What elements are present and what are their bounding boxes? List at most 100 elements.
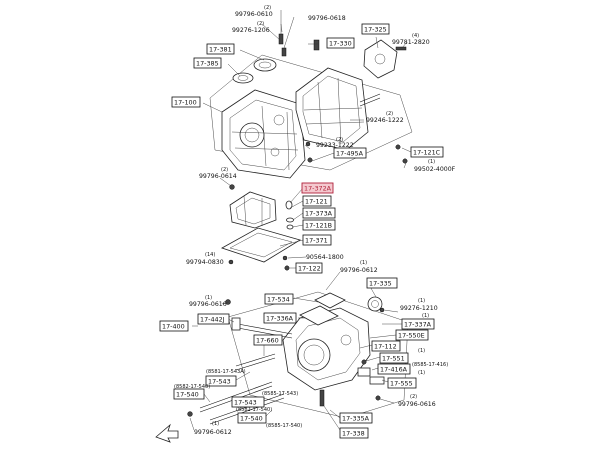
callout-17-335[interactable]: 17-335	[366, 277, 398, 289]
part-label: 17-371	[305, 237, 328, 245]
callout-17-325[interactable]: 17-325	[361, 23, 390, 35]
part-label: 17-540	[176, 391, 199, 399]
qty-label: (1)	[360, 260, 367, 266]
callout-17-385[interactable]: 17-385	[193, 57, 222, 69]
callout-17-381[interactable]: 17-381	[206, 43, 235, 55]
part-label: 17-373A	[305, 210, 333, 218]
part-label: 17-335	[369, 280, 392, 288]
hardware-number: 99502-4000F	[414, 166, 456, 173]
callout-17-550E[interactable]: 17-550E	[395, 329, 429, 341]
qty-label: (2)	[221, 167, 228, 173]
part-label: 17-372A	[304, 185, 332, 193]
callout-17-551[interactable]: 17-551	[379, 352, 409, 364]
hardware-number: 99781-2820	[392, 39, 430, 46]
reference-note: (8581-17-543A)	[206, 369, 246, 375]
part-label: 17-381	[209, 46, 232, 54]
hardware-number: 99233-1222	[316, 142, 354, 149]
callout-17-660[interactable]: 17-660	[253, 334, 283, 346]
callout-17-100[interactable]: 17-100	[171, 96, 201, 108]
part-label: 17-550E	[398, 332, 425, 340]
reference-note: (8585-17-540)	[266, 423, 302, 429]
hardware-number: 99276-1210	[400, 305, 438, 312]
callout-17-338[interactable]: 17-338	[339, 427, 369, 439]
part-label: 17-121	[305, 198, 328, 206]
hardware-number: 99796-0612	[340, 267, 378, 274]
callout-17-112[interactable]: 17-112	[371, 340, 401, 352]
callout-17-416A[interactable]: 17-416A	[377, 363, 411, 375]
qty-label: (1)	[418, 348, 425, 354]
callout-17-373A[interactable]: 17-373A	[302, 207, 336, 219]
hardware-number: 99794-0830	[186, 259, 224, 266]
leader-lines	[189, 10, 435, 431]
callout-17-372A[interactable]: 17-372A	[301, 182, 334, 194]
transmission-case-drawing	[209, 54, 413, 190]
callout-17-540-lower[interactable]: 17-540	[237, 412, 267, 424]
hardware-number: 99796-0610	[235, 11, 273, 18]
hardware-number: 99796-0612	[194, 429, 232, 436]
part-label: 17-122	[298, 265, 321, 273]
part-label: 17-416A	[380, 366, 408, 374]
callout-17-495A[interactable]: 17-495A	[333, 147, 367, 159]
part-label: 17-121C	[413, 149, 441, 157]
hardware-number: 99796-0616	[189, 301, 227, 308]
part-label: 17-121B	[305, 222, 332, 230]
reference-note: (8585-17-416)	[412, 362, 448, 368]
callout-17-371[interactable]: 17-371	[302, 234, 332, 246]
part-label: 17-495A	[336, 150, 364, 158]
part-label: 17-336A	[266, 315, 294, 323]
reference-note: (8585-17-543)	[262, 391, 298, 397]
part-label: 17-551	[382, 355, 405, 363]
part-label: 17-100	[174, 99, 197, 107]
callout-17-534[interactable]: 17-534	[264, 293, 294, 305]
hardware-number: 99796-0618	[308, 15, 346, 22]
qty-label: (2)	[410, 394, 417, 400]
part-label: 17-534	[267, 296, 290, 304]
part-label: 17-540	[240, 415, 263, 423]
part-label: 17-338	[342, 430, 365, 438]
callout-17-337A[interactable]: 17-337A	[401, 318, 435, 330]
shift-housing-drawing	[221, 191, 301, 271]
part-callouts: 17-325 17-381 17-385 17-330 17-100 17-49…	[159, 23, 444, 439]
reference-note: (8582-17-540)	[174, 384, 210, 390]
callout-17-543-upper[interactable]: 17-543	[205, 375, 237, 387]
qty-label: (1)	[418, 298, 425, 304]
qty-label: (1)	[422, 313, 429, 319]
callout-17-543-lower[interactable]: 17-543	[231, 396, 265, 408]
qty-label: (2)	[264, 5, 271, 11]
qty-label: (2)	[336, 137, 343, 143]
callout-17-540-left[interactable]: 17-540	[173, 388, 205, 400]
callout-17-442J[interactable]: 17-442J	[197, 313, 230, 325]
top-small-parts	[232, 33, 407, 84]
part-label: 17-442J	[200, 316, 225, 324]
callout-17-122[interactable]: 17-122	[295, 262, 323, 274]
hardware-number: 99796-0616	[398, 401, 436, 408]
part-label: 17-325	[364, 26, 387, 34]
part-label: 17-660	[256, 337, 279, 345]
hardware-number: 99276-1206	[232, 27, 270, 34]
callout-17-121C[interactable]: 17-121C	[410, 146, 444, 158]
callout-17-555[interactable]: 17-555	[387, 377, 417, 389]
qty-label: (2)	[386, 111, 393, 117]
part-label: 17-337A	[404, 321, 432, 329]
part-label: 17-112	[374, 343, 397, 351]
callout-17-121B[interactable]: 17-121B	[302, 219, 336, 231]
qty-label: (14)	[205, 252, 215, 258]
callout-17-400[interactable]: 17-400	[159, 320, 189, 332]
reference-note: (8582-17-540)	[236, 407, 272, 413]
part-label: 17-400	[162, 323, 185, 331]
qty-label: (2)	[257, 21, 264, 27]
extension-housing-drawing	[155, 291, 409, 443]
callout-17-330[interactable]: 17-330	[326, 37, 355, 49]
qty-label: (1)	[205, 295, 212, 301]
qty-label: (1)	[418, 370, 425, 376]
callout-17-335A[interactable]: 17-335A	[339, 412, 373, 424]
hardware-number: 99796-0614	[199, 173, 237, 180]
qty-label: (1)	[212, 421, 219, 427]
callout-17-121[interactable]: 17-121	[302, 195, 332, 207]
hardware-number: 90564-1800	[306, 254, 344, 261]
part-label: 17-555	[390, 380, 413, 388]
part-label: 17-543	[208, 378, 231, 386]
callout-17-336A[interactable]: 17-336A	[263, 312, 297, 324]
